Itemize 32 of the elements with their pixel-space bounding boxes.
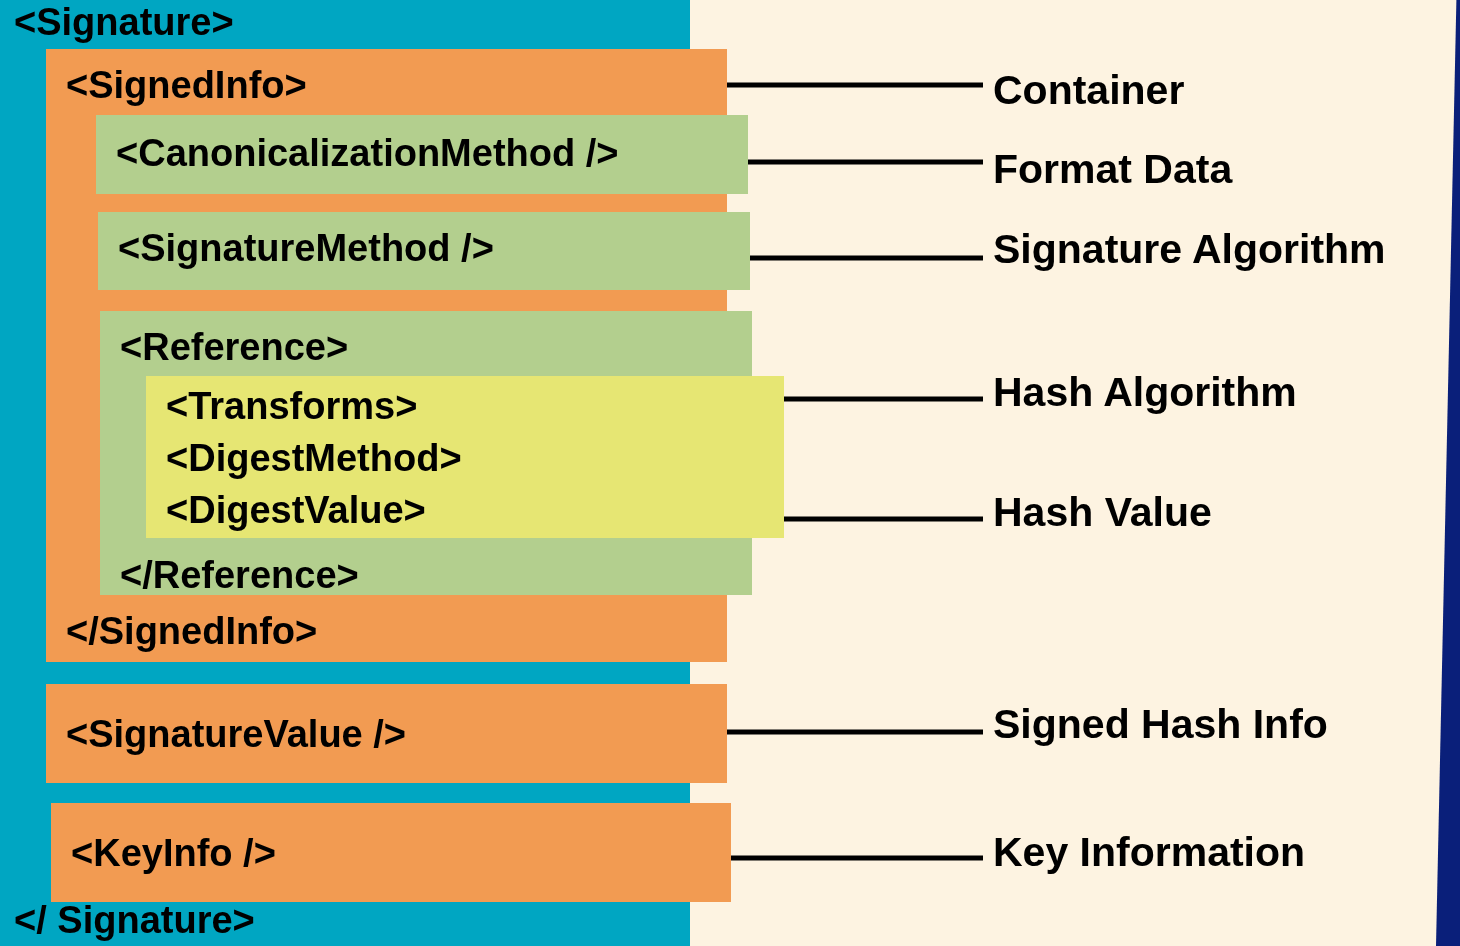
leader-line	[727, 82, 983, 88]
xml-tag-text: <DigestValue>	[166, 488, 426, 532]
callout-label: Signature Algorithm	[993, 225, 1386, 273]
leader-line	[748, 159, 983, 165]
callout-label: Key Information	[993, 828, 1306, 876]
xml-tag-text: <Transforms>	[166, 384, 418, 428]
leader-line	[731, 855, 983, 861]
element-box	[98, 212, 750, 290]
element-box	[146, 376, 784, 538]
xml-tag-text: </ Signature>	[14, 898, 255, 942]
leader-line	[750, 255, 983, 261]
leader-line	[784, 396, 983, 402]
element-box	[51, 803, 731, 902]
xml-tag-text: <SignedInfo>	[66, 63, 307, 107]
xml-tag-text: <Reference>	[120, 325, 349, 369]
xml-tag-text: <KeyInfo />	[71, 831, 276, 875]
element-box	[96, 115, 748, 194]
callout-label: Hash Algorithm	[993, 368, 1297, 416]
callout-label: Format Data	[993, 145, 1233, 193]
xml-tag-text: </Reference>	[120, 553, 359, 597]
xml-tag-text: </SignedInfo>	[66, 609, 318, 653]
element-box	[46, 684, 727, 783]
xml-tag-text: <DigestMethod>	[166, 436, 462, 480]
xml-tag-text: <SignatureMethod />	[118, 226, 494, 270]
leader-line	[727, 729, 983, 735]
xml-tag-text: <SignatureValue />	[66, 712, 407, 756]
callout-label: Container	[993, 66, 1185, 114]
callout-label: Hash Value	[993, 488, 1212, 536]
leader-line	[784, 516, 983, 522]
callout-label: Signed Hash Info	[993, 700, 1328, 748]
xml-tag-text: <Signature>	[14, 0, 234, 44]
xml-tag-text: <CanonicalizationMethod />	[116, 131, 619, 175]
